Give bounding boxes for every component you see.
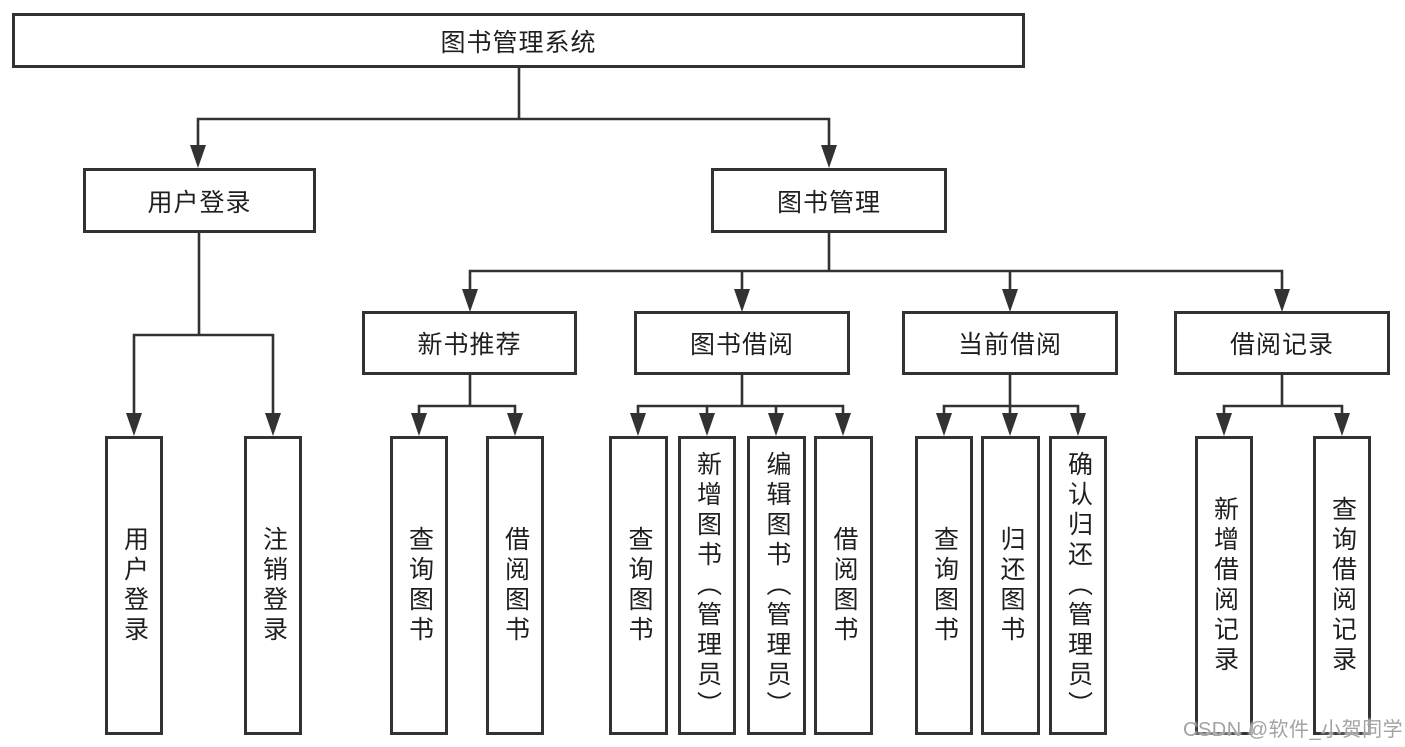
- leaf-current-confirm-return-admin: 确认归还（管理员）: [1049, 436, 1107, 735]
- connector-root-to-level2: [196, 66, 831, 152]
- arrowhead: [734, 289, 750, 312]
- node-label: 当前借阅: [957, 331, 1062, 359]
- connector-book-borrow-branch: [636, 373, 845, 422]
- arrowhead: [936, 413, 952, 436]
- arrowhead: [265, 413, 281, 436]
- node-current-borrow: 当前借阅: [902, 311, 1118, 375]
- node-borrow-records: 借阅记录: [1174, 311, 1390, 375]
- node-label: 注销登录: [259, 525, 288, 646]
- node-label: 借阅图书: [501, 525, 530, 646]
- arrowhead: [507, 413, 523, 436]
- arrowhead: [1216, 413, 1232, 436]
- arrowhead: [411, 413, 427, 436]
- arrowhead: [835, 413, 851, 436]
- node-label: 图书管理: [776, 188, 881, 217]
- node-label: 编辑图书（管理员）: [763, 450, 791, 721]
- arrowhead: [1002, 289, 1018, 312]
- node-label: 用户登录: [120, 525, 149, 646]
- node-book-borrow: 图书借阅: [634, 311, 850, 375]
- node-label: 确认归还（管理员）: [1064, 450, 1093, 721]
- node-label: 借阅图书: [830, 525, 858, 646]
- leaf-user-login: 用户登录: [105, 436, 163, 735]
- csdn-watermark: CSDN @软件_小贺同学: [1183, 719, 1404, 741]
- leaf-records-add-record: 新增借阅记录: [1195, 436, 1253, 735]
- node-label: 新书推荐: [417, 331, 522, 359]
- leaf-borrow-borrow-books: 借阅图书: [814, 436, 873, 735]
- arrowhead: [699, 413, 715, 436]
- leaf-newrec-borrow-books: 借阅图书: [486, 436, 544, 735]
- node-book-management: 图书管理: [711, 168, 947, 233]
- arrowhead: [462, 289, 478, 312]
- node-label: 图书借阅: [689, 331, 794, 359]
- node-label: 查询借阅记录: [1328, 495, 1357, 676]
- node-label: 查询图书: [625, 525, 653, 646]
- arrowhead: [126, 413, 142, 436]
- node-label: 归还图书: [997, 525, 1025, 646]
- connector-book-mgmt-branch: [468, 231, 1284, 296]
- node-new-book-recommend: 新书推荐: [362, 311, 577, 375]
- leaf-records-query-record: 查询借阅记录: [1313, 436, 1371, 735]
- node-label: 用户登录: [147, 188, 252, 217]
- connector-new-book-branch: [417, 373, 517, 422]
- node-label: 借阅记录: [1229, 331, 1334, 359]
- leaf-newrec-query-books: 查询图书: [390, 436, 448, 735]
- arrowhead: [768, 413, 784, 436]
- node-label: 查询图书: [405, 525, 434, 646]
- leaf-current-return-books: 归还图书: [981, 436, 1040, 735]
- arrowhead: [1334, 413, 1350, 436]
- node-label: 新增图书（管理员）: [693, 450, 722, 721]
- leaf-borrow-edit-books-admin: 编辑图书（管理员）: [747, 436, 806, 735]
- leaf-borrow-add-books-admin: 新增图书（管理员）: [678, 436, 736, 735]
- arrowhead: [190, 145, 206, 168]
- leaf-logout: 注销登录: [244, 436, 302, 735]
- node-label: 图书管理系统: [440, 28, 597, 57]
- connector-borrow-records-branch: [1222, 373, 1344, 422]
- arrowhead: [630, 413, 646, 436]
- node-root: 图书管理系统: [12, 13, 1025, 68]
- node-label: 新增借阅记录: [1210, 495, 1239, 676]
- arrowhead: [1274, 289, 1290, 312]
- arrowhead: [821, 145, 837, 168]
- node-label: 查询图书: [930, 525, 959, 646]
- arrowhead: [1002, 413, 1018, 436]
- connector-user-login-branch: [132, 231, 275, 422]
- arrowhead: [1070, 413, 1086, 436]
- leaf-current-query-books: 查询图书: [915, 436, 973, 735]
- leaf-borrow-query-books: 查询图书: [609, 436, 668, 735]
- node-user-login: 用户登录: [83, 168, 316, 233]
